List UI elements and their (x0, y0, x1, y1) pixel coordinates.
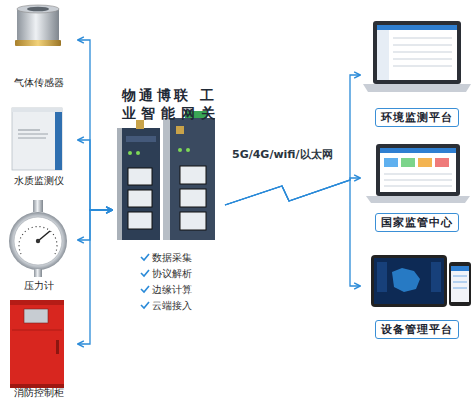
connector-line (225, 75, 360, 205)
device-label: 消防控制柜 (0, 386, 78, 400)
connector-line (225, 178, 360, 205)
gateway-title: 物通博联 工业智能网关 (122, 86, 216, 122)
platform-node: 设备管理平台 (360, 250, 474, 342)
feature-item: 数据采集 (152, 251, 192, 265)
pressure-gauge-illustration (9, 200, 67, 277)
device-node: 压力计 (0, 198, 78, 295)
water-monitor-illustration (12, 108, 62, 170)
laptop-illustration (363, 21, 471, 92)
laptop-illustration (366, 144, 470, 203)
feature-item: 协议解析 (152, 267, 192, 281)
platform-node: 环境监测平台 (360, 14, 474, 130)
platform-node: 国家监管中心 (360, 140, 474, 235)
connector-line (78, 210, 112, 344)
gateway-node: 物通博联 工业智能网关 (112, 82, 225, 245)
device-node: 消防控制柜 (0, 298, 78, 402)
platform-label: 环境监测平台 (375, 108, 459, 127)
tablet-phone-illustration (371, 255, 471, 307)
device-label: 水质监测仪 (0, 174, 78, 188)
device-node: 气体传感器 (0, 0, 78, 92)
feature-item: 云端接入 (152, 299, 192, 313)
connector-line (225, 180, 360, 286)
feature-item: 边缘计算 (152, 283, 192, 297)
connector-line (78, 140, 112, 210)
device-label: 气体传感器 (0, 76, 78, 90)
gateway-illustration (117, 111, 215, 240)
connector-line (78, 40, 112, 210)
device-node: 水质监测仪 (0, 100, 78, 190)
connector-line (78, 210, 112, 240)
gas-sensor-illustration (15, 5, 61, 74)
platform-label: 设备管理平台 (375, 320, 459, 339)
device-label: 压力计 (0, 279, 78, 293)
fire-cabinet-illustration (10, 300, 64, 388)
check-marks (141, 254, 149, 308)
network-label: 5G/4G/wifi/以太网 (232, 147, 333, 162)
platform-label: 国家监管中心 (375, 213, 459, 232)
